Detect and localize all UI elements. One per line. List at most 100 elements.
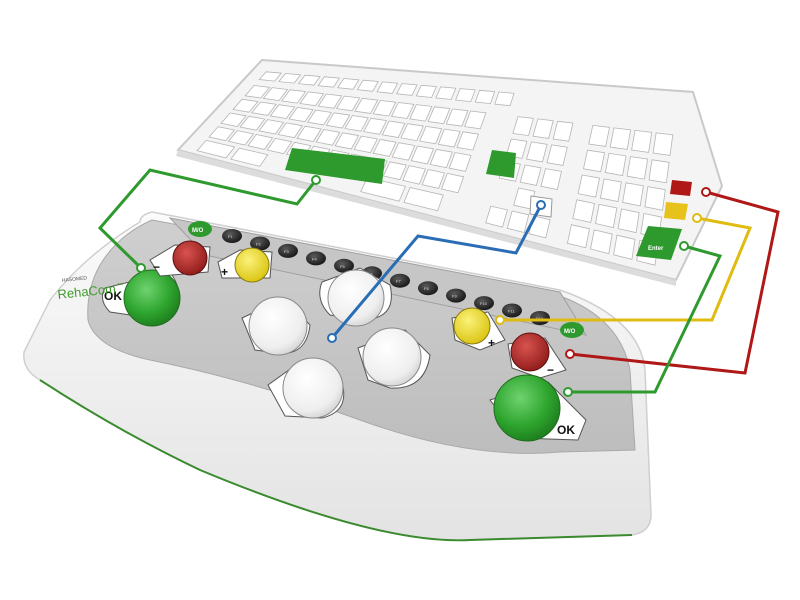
space-key-highlight <box>285 148 385 184</box>
green-dot-panel-left <box>136 263 146 273</box>
down-button[interactable] <box>282 357 344 419</box>
function-key-label: F9 <box>452 294 457 299</box>
keyboard-key <box>391 142 416 161</box>
function-key-label: F11 <box>508 309 515 314</box>
left-mode-label: M/O <box>192 228 204 234</box>
left-ok-label: OK <box>104 289 122 303</box>
keyboard-key <box>299 91 325 107</box>
keyboard-key <box>262 87 289 102</box>
rehacom-panel: F1F2F3F4F5F6F7F8F9F10F11F12 M/O M/O OK −… <box>23 211 652 542</box>
right-red-button[interactable] <box>510 332 550 372</box>
left-button[interactable] <box>248 296 308 356</box>
keyboard-key <box>552 120 574 142</box>
keyboard-key <box>372 138 397 157</box>
keyboard-key <box>396 83 418 96</box>
left-red-button[interactable] <box>172 240 208 276</box>
brand-logo: RehaCom <box>57 281 117 302</box>
function-key-8[interactable] <box>418 281 438 296</box>
left-plus-label: + <box>221 265 228 279</box>
keyboard-key <box>239 115 266 131</box>
keyboard-key <box>296 125 322 142</box>
keyboard-key <box>372 99 397 117</box>
keyboard-key <box>464 110 487 130</box>
green-connector-right <box>568 244 723 394</box>
keyboard-key <box>532 118 554 139</box>
keyboard-key <box>427 106 451 125</box>
yellow-connector <box>500 216 753 322</box>
keyboard-key <box>244 85 271 99</box>
keyboard-key <box>315 129 341 146</box>
keyboard-key <box>419 125 443 145</box>
right-yellow-button[interactable] <box>453 307 491 345</box>
keyboard-key <box>335 95 361 112</box>
red-dot-panel <box>565 349 575 359</box>
keyboard-key <box>354 97 379 114</box>
left-ok-button[interactable] <box>123 269 181 327</box>
keyboard-key <box>440 172 465 194</box>
right-mode-label: M/O <box>564 329 576 335</box>
keyboard-key <box>652 132 674 156</box>
keyboard-key <box>288 106 314 123</box>
connector-lines <box>97 168 780 397</box>
keyboard-key <box>247 134 274 150</box>
green-connector-left <box>97 168 318 270</box>
keyboard-key <box>415 84 437 98</box>
right-ok-button[interactable] <box>493 374 561 442</box>
function-key-5[interactable] <box>334 258 354 273</box>
function-key-9[interactable] <box>446 288 466 303</box>
keyboard-key <box>448 152 472 172</box>
keyboard-key <box>583 149 605 173</box>
right-button[interactable] <box>362 327 422 387</box>
keyboard-key <box>269 104 296 119</box>
keyboard-key <box>429 148 453 169</box>
left-mode-key[interactable] <box>188 221 212 237</box>
keyboard-key <box>277 122 303 139</box>
keyboard-keys <box>196 71 674 266</box>
keyboard-key <box>409 104 433 122</box>
up-button[interactable] <box>327 269 385 327</box>
keyboard-key <box>617 208 640 234</box>
keyboard-key <box>258 71 282 82</box>
function-key-7[interactable] <box>390 273 410 288</box>
left-yellow-button[interactable] <box>234 247 270 283</box>
keyboard-key <box>334 132 360 150</box>
yellow-dot-panel <box>495 315 505 325</box>
function-key-1[interactable] <box>222 229 242 243</box>
keyboard-key <box>356 79 379 92</box>
keyboard-key <box>297 74 321 86</box>
brand-tm: ™ <box>117 282 123 289</box>
keyboard-key <box>626 156 649 180</box>
keyboard-key <box>595 203 618 229</box>
panel-green-trim <box>39 379 633 542</box>
keyboard-key <box>546 144 568 166</box>
keyboard-key <box>400 123 424 142</box>
keyboard-key <box>604 152 627 176</box>
function-key-11[interactable] <box>502 303 522 318</box>
keyboard-key <box>474 89 496 105</box>
keyboard-key <box>317 93 343 109</box>
keyboard-key <box>402 165 426 185</box>
keyboard-key <box>220 112 247 127</box>
keyboard-key <box>609 127 632 150</box>
keyboard-key <box>196 139 236 159</box>
right-mode-key[interactable] <box>560 322 584 338</box>
keyboard-key <box>227 130 255 146</box>
keyboard-key <box>577 174 600 198</box>
function-key-10[interactable] <box>474 296 494 311</box>
keyboard-key <box>526 141 548 163</box>
left-minus-label: − <box>153 260 160 274</box>
function-key-4[interactable] <box>306 251 326 266</box>
red-dot-keyboard <box>701 187 711 197</box>
keyboard-key <box>230 147 269 167</box>
keyboard-key <box>337 78 360 90</box>
keyboard-key <box>506 210 530 233</box>
keyboard-key <box>622 182 644 207</box>
keyboard-key <box>390 102 415 119</box>
function-key-3[interactable] <box>278 243 298 258</box>
keyboard-key <box>644 186 666 211</box>
keyboard-key <box>363 117 388 135</box>
keyboard-key <box>648 159 670 184</box>
green-dot-panel-right <box>563 387 573 397</box>
function-key-2[interactable] <box>250 236 270 251</box>
